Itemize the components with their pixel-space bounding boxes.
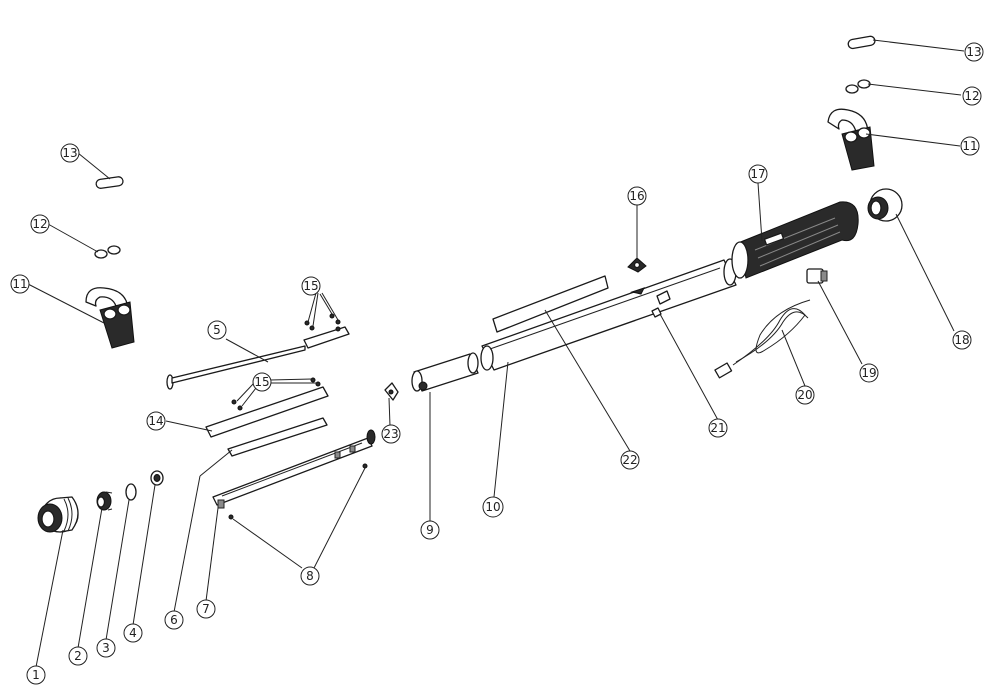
svg-text:4: 4 xyxy=(129,626,137,640)
callout-20: 20 xyxy=(795,385,815,405)
svg-text:7: 7 xyxy=(202,602,210,616)
callout-15-top: 15 xyxy=(301,276,321,296)
svg-text:20: 20 xyxy=(797,388,812,402)
callout-5: 5 xyxy=(207,320,227,340)
svg-text:11: 11 xyxy=(962,139,977,153)
svg-text:2: 2 xyxy=(74,649,82,663)
part-13-pad-right xyxy=(847,35,876,50)
part-9-battery-tube xyxy=(411,352,479,392)
callout-12-right: 12 xyxy=(962,86,982,106)
part-11-hook-right xyxy=(827,108,875,171)
part-1-end-ring xyxy=(37,496,79,533)
svg-text:12: 12 xyxy=(964,89,979,103)
callout-9: 9 xyxy=(420,520,440,540)
part-14-plate xyxy=(205,386,329,438)
part-4-cap xyxy=(150,470,164,486)
callout-23: 23 xyxy=(381,424,401,444)
callout-12-left: 12 xyxy=(30,214,50,234)
part-16-switch xyxy=(627,257,647,273)
part-22-strip xyxy=(492,275,609,333)
callout-2: 2 xyxy=(68,646,88,666)
callout-18: 18 xyxy=(952,330,972,350)
part-15-screws-top xyxy=(304,313,341,331)
svg-text:8: 8 xyxy=(306,569,314,583)
svg-text:16: 16 xyxy=(629,189,644,203)
callout-11-left: 11 xyxy=(10,274,30,294)
svg-text:13: 13 xyxy=(966,45,981,59)
callout-19: 19 xyxy=(859,363,879,383)
svg-text:19: 19 xyxy=(861,366,876,380)
svg-text:13: 13 xyxy=(62,146,77,160)
callout-10: 10 xyxy=(482,496,504,518)
svg-text:1: 1 xyxy=(32,668,40,682)
callout-1: 1 xyxy=(26,665,46,685)
part-12-caps-left xyxy=(94,245,121,259)
callout-14: 14 xyxy=(146,411,166,431)
callout-21: 21 xyxy=(708,418,728,438)
part-5-rod-board xyxy=(166,326,350,390)
part-12-caps-right xyxy=(845,79,871,94)
svg-text:9: 9 xyxy=(426,523,434,537)
callout-22: 22 xyxy=(620,450,640,470)
callout-3: 3 xyxy=(96,638,116,658)
callout-4: 4 xyxy=(123,623,143,643)
callout-16: 16 xyxy=(627,186,647,206)
callout-13-right: 13 xyxy=(964,42,984,62)
part-7-8-pcb-strip xyxy=(212,429,376,520)
part-23-bracket xyxy=(384,382,399,401)
part-11-hook-left xyxy=(85,287,135,349)
part-17-grip xyxy=(731,201,859,279)
callout-8: 8 xyxy=(300,566,320,586)
svg-text:15: 15 xyxy=(254,375,269,389)
svg-text:14: 14 xyxy=(148,414,163,428)
svg-text:3: 3 xyxy=(102,641,110,655)
svg-text:18: 18 xyxy=(954,333,969,347)
part-21-tab xyxy=(630,287,671,318)
svg-text:15: 15 xyxy=(303,279,318,293)
callout-11-right: 11 xyxy=(960,136,980,156)
part-3-lens xyxy=(125,483,137,501)
part-6-bar xyxy=(227,417,328,457)
svg-text:22: 22 xyxy=(622,453,637,467)
callout-7: 7 xyxy=(196,599,216,619)
part-20-usb-cable xyxy=(714,299,811,379)
part-15-screws-lower xyxy=(231,377,321,411)
callout-17: 17 xyxy=(748,164,768,184)
callout-15-lower: 15 xyxy=(252,372,272,392)
svg-text:23: 23 xyxy=(383,427,398,441)
svg-text:21: 21 xyxy=(710,421,725,435)
part-2-threaded-nut xyxy=(96,491,113,511)
leader-lines xyxy=(27,39,965,668)
svg-text:10: 10 xyxy=(485,500,500,514)
callout-6: 6 xyxy=(164,610,184,630)
svg-text:17: 17 xyxy=(750,167,765,181)
svg-text:6: 6 xyxy=(170,613,178,627)
callout-13-left: 13 xyxy=(60,143,80,163)
part-18-end-nut xyxy=(867,188,903,222)
svg-text:12: 12 xyxy=(32,217,47,231)
svg-text:5: 5 xyxy=(213,323,221,337)
svg-text:11: 11 xyxy=(12,277,27,291)
part-19-connector xyxy=(806,268,828,284)
